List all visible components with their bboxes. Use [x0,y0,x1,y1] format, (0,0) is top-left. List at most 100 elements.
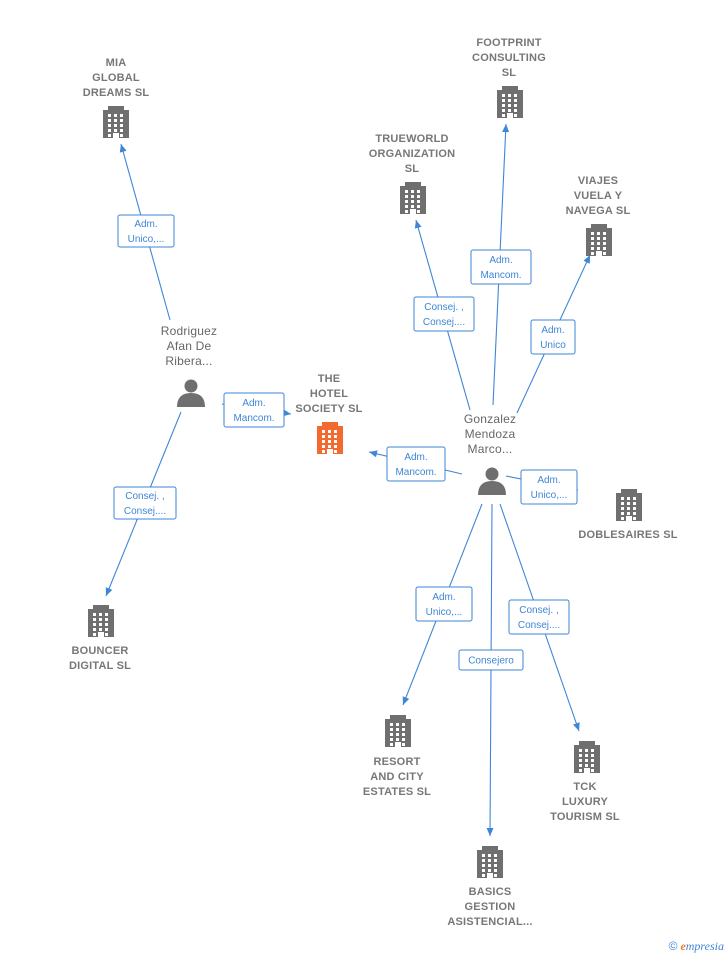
company-icon-footprint[interactable] [497,86,523,118]
node-label-line: VUELA Y [574,190,623,202]
empresia-logo[interactable]: ©empresia [669,939,724,954]
relation-label-gonzalez-basics[interactable]: Consejero [458,649,524,671]
arrowhead-gonzalez-footprint [502,124,510,133]
arrowhead-gonzalez-viajes [583,255,590,264]
node-label-line: ESTATES SL [363,786,431,798]
arrowhead-gonzalez-hotel [369,450,378,458]
arrowhead-gonzalez-trueworld [414,220,422,229]
relation-label-text: Consej. , [125,491,164,502]
arrowhead-gonzalez-tck [573,722,580,731]
node-label-resort[interactable]: RESORT AND CITY ESTATES SL [363,756,431,798]
relation-label-gonzalez-doblesaires[interactable]: Adm.Unico,... [520,469,578,505]
node-label-line: TOURISM SL [550,811,620,823]
relation-label-text: Adm. [404,452,427,463]
relation-label-text: Adm. [489,255,512,266]
person-icon-gonzalez[interactable] [478,467,506,496]
node-label-line: AND CITY [370,771,424,783]
node-label-line: Gonzalez [464,412,516,426]
node-label-line: MIA [106,57,127,69]
relation-label-text: Consej. , [519,605,558,616]
relation-label-gonzalez-trueworld[interactable]: Consej. ,Consej.... [413,296,475,332]
company-icon-doblesaires[interactable] [616,489,642,521]
node-label-line: GLOBAL [92,72,140,84]
company-icon-basics[interactable] [477,846,503,878]
relation-label-gonzalez-footprint[interactable]: Adm. Mancom. [470,249,532,285]
relation-label-text: Consej.... [518,620,560,631]
node-label-line: Afan De [167,339,212,353]
relation-label-rodriguez-mia[interactable]: Adm. Unico,... [117,214,175,248]
node-label-line: DIGITAL SL [69,660,131,672]
relation-label-text: Adm. [541,325,564,336]
relation-label-text: Unico [540,340,566,351]
relation-label-gonzalez-tck[interactable]: Consej. , Consej.... [508,599,570,635]
node-label-bouncer[interactable]: BOUNCER DIGITAL SL [69,645,131,672]
node-label-line: TCK [573,781,596,793]
relation-label-gonzalez-resort[interactable]: Adm. Unico,... [415,586,473,622]
relation-labels-layer: Adm. Unico,... Adm. Mancom. Consej. , Consej.… [113,214,578,671]
relation-label-text: Adm. [537,475,560,486]
node-label-line: BOUNCER [71,645,128,657]
relation-label-gonzalez-viajes[interactable]: Adm. Unico [530,319,576,355]
node-label-viajes[interactable]: VIAJES VUELA Y NAVEGA SL [566,175,631,217]
node-label-line: FOOTPRINT [476,37,541,49]
relation-label-text: Mancom. [480,270,521,281]
company-icon-tck[interactable] [574,741,600,773]
node-label-line: THE [318,373,341,385]
node-label-line: Rodriguez [161,324,218,338]
person-icon-rodriguez[interactable] [177,379,205,408]
arrowhead-gonzalez-resort [402,696,410,705]
node-label-mia[interactable]: MIA GLOBAL DREAMS SL [83,57,150,99]
relation-label-gonzalez-hotel[interactable]: Adm. Mancom. [386,446,446,482]
node-label-trueworld[interactable]: TRUEWORLD ORGANIZATION SL [369,133,456,175]
relation-label-text: Adm. [242,398,265,409]
node-label-line: DREAMS SL [83,87,150,99]
node-label-basics[interactable]: BASICSGESTIONASISTENCIAL... [447,886,532,928]
node-label-line: VIAJES [578,175,618,187]
node-label-line: TRUEWORLD [375,133,448,145]
relation-label-text: Consej.... [124,506,166,517]
node-label-tck[interactable]: TCK LUXURY TOURISM SL [550,781,620,823]
relation-label-text: Adm. [432,592,455,603]
node-label-line: ORGANIZATION [369,148,456,160]
node-label-line: SL [405,163,420,175]
relation-label-text: Consej. , [424,302,463,313]
node-label-line: RESORT [373,756,420,768]
relation-label-text: Unico,... [426,607,463,618]
node-label-line: BASICS [469,886,512,898]
relation-label-rodriguez-bouncer[interactable]: Consej. , Consej.... [113,486,177,520]
company-icon-viajes[interactable] [586,224,612,256]
relation-label-text: Mancom. [395,467,436,478]
arrowhead-rodriguez-mia [119,144,127,153]
company-icon-bouncer[interactable] [88,605,114,637]
company-icon-resort[interactable] [385,715,411,747]
node-label-line: SL [502,67,517,79]
company-icon-mia[interactable] [103,106,129,138]
node-label-line: Marco... [468,442,513,456]
edges-layer [105,123,591,837]
arrowhead-rodriguez-hotel [282,409,291,417]
node-label-line: Ribera... [165,354,212,368]
node-label-doblesaires[interactable]: DOBLESAIRES SL [578,529,677,541]
node-label-line: SOCIETY SL [295,403,362,415]
node-label-line: GESTION [465,901,516,913]
relation-label-text: Unico,... [128,234,165,245]
node-label-gonzalez[interactable]: GonzalezMendozaMarco... [464,412,516,456]
node-label-line: LUXURY [562,796,608,808]
company-icon-trueworld[interactable] [400,182,426,214]
arrowhead-gonzalez-basics [486,827,494,836]
copyright-symbol: © [668,939,678,953]
brand-name: mpresia [685,939,724,953]
brand-initial: e [680,939,686,953]
node-label-line: DOBLESAIRES SL [578,529,677,541]
relation-label-rodriguez-hotel[interactable]: Adm.Mancom. [223,392,285,428]
relation-label-text: Adm. [134,219,157,230]
focus-company-icon-hotel[interactable] [317,422,343,454]
node-label-line: Mendoza [465,427,516,441]
node-label-line: NAVEGA SL [566,205,631,217]
arrowhead-rodriguez-bouncer [105,587,113,596]
